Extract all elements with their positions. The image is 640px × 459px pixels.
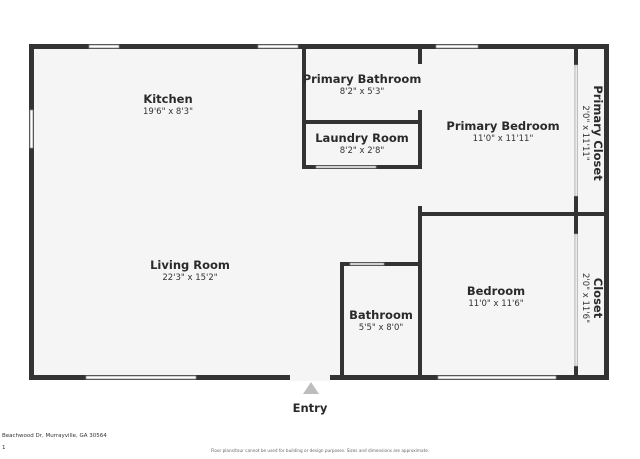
room-dims: 22'3" x 15'2" [162,273,217,283]
window-primary-bedroom-top [435,44,479,49]
room-kitchen: Kitchen 19'6" x 8'3" [143,92,193,117]
room-bedroom: Bedroom 11'0" x 11'6" [467,284,525,309]
room-name: Bedroom [467,284,525,298]
room-closet: Closet 2'0" x 11'6" [580,273,605,323]
room-primary-closet: Primary Closet 2'0" x 11'11" [580,85,605,181]
window-left [29,109,34,149]
window-kitchen-top [88,44,120,49]
closet-doors [574,64,578,367]
room-dims: 8'2" x 5'3" [340,87,385,97]
room-name: Closet [591,278,605,319]
room-name: Primary Closet [591,85,605,181]
entry-arrow-icon [303,382,319,394]
entry-opening [290,374,330,381]
entry-label: Entry [293,401,328,415]
address-text: Beachwood Dr, Murrayville, GA 30564 [2,433,107,439]
window-laundry [315,165,377,169]
room-dims: 2'0" x 11'11" [580,105,590,160]
room-bathroom: Bathroom 5'5" x 8'0" [349,308,413,333]
room-dims: 5'5" x 8'0" [359,323,404,333]
room-name: Living Room [150,258,230,272]
window-bedroom-bottom [437,375,557,380]
room-name: Primary Bedroom [446,119,559,133]
window-top-mid [257,44,299,49]
room-name: Primary Bathroom [303,72,422,86]
room-dims: 19'6" x 8'3" [143,107,193,117]
room-laundry-room: Laundry Room 8'2" x 2'8" [315,131,409,156]
room-primary-bathroom: Primary Bathroom 8'2" x 5'3" [303,72,422,97]
windows [29,44,557,380]
room-primary-bedroom: Primary Bedroom 11'0" x 11'11" [446,119,559,144]
room-living-room: Living Room 22'3" x 15'2" [150,258,230,283]
room-dims: 2'0" x 11'6" [580,273,590,323]
room-name: Bathroom [349,308,413,322]
window-living-bottom [85,375,197,380]
page-marker: 1 [2,445,6,451]
room-dims: 11'0" x 11'11" [473,134,534,144]
room-dims: 8'2" x 2'8" [340,146,385,156]
room-dims: 11'0" x 11'6" [468,299,523,309]
disclaimer-text: Floor plans/tour cannot be used for buil… [211,448,429,453]
room-name: Laundry Room [315,131,409,145]
room-name: Kitchen [143,92,192,106]
window-bathroom [349,262,385,266]
